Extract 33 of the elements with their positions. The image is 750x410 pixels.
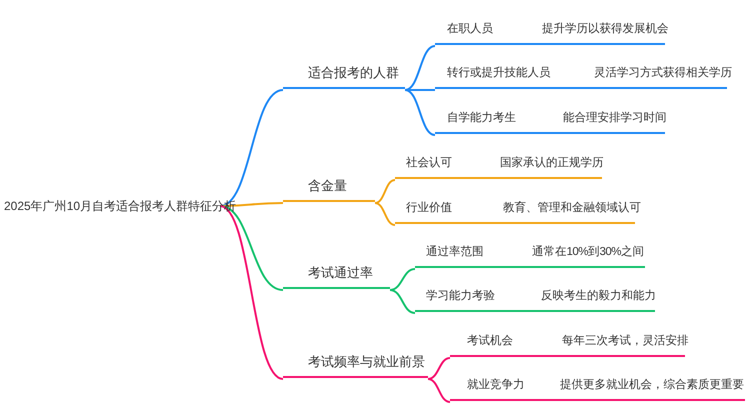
subtopic-note: 提升学历以获得发展机会 [542,23,668,37]
branch-connector [220,205,284,380]
topic-label: 考试通过率 [308,265,373,281]
subtopic-note: 能合理安排学习时间 [563,112,666,126]
subtopic-label: 行业价值 [406,202,452,216]
branch-connector [390,289,416,314]
subtopic-label: 就业竞争力 [467,379,524,393]
subtopic-note: 每年三次考试，灵活安排 [562,335,688,349]
subtopic-note: 灵活学习方式获得相关学历 [594,67,732,81]
branch-connector [390,268,416,291]
subtopic-note: 通常在10%到30%之间 [532,246,644,260]
topic-label: 适合报考的人群 [308,65,399,81]
branch-connector [374,202,396,226]
subtopic-label: 考试机会 [467,335,513,349]
subtopic-label: 自学能力考生 [447,112,516,126]
subtopic-note: 提供更多就业机会，综合素质更重要 [560,379,744,393]
subtopic-label: 通过率范围 [426,246,484,260]
subtopic-note: 教育、管理和金融领域认可 [503,202,641,216]
topic-label: 含金量 [308,178,347,194]
subtopic-label: 在职人员 [447,23,493,37]
root-topic-text: 2025年广州10月自考适合报考人群特征分析 [4,195,236,217]
branch-connector [428,378,450,403]
branch-connector [404,45,436,91]
subtopic-label: 社会认可 [406,157,452,171]
subtopic-note: 反映考生的毅力和能力 [541,290,656,304]
branch-connector [428,357,450,380]
topic-label: 考试频率与就业前景 [308,354,425,370]
subtopic-label: 转行或提升技能人员 [447,67,550,81]
subtopic-label: 学习能力考验 [426,290,495,304]
subtopic-note: 国家承认的正规学历 [500,157,604,171]
branch-connector [405,89,435,91]
branch-connector [374,179,396,204]
branch-connector [404,89,436,136]
